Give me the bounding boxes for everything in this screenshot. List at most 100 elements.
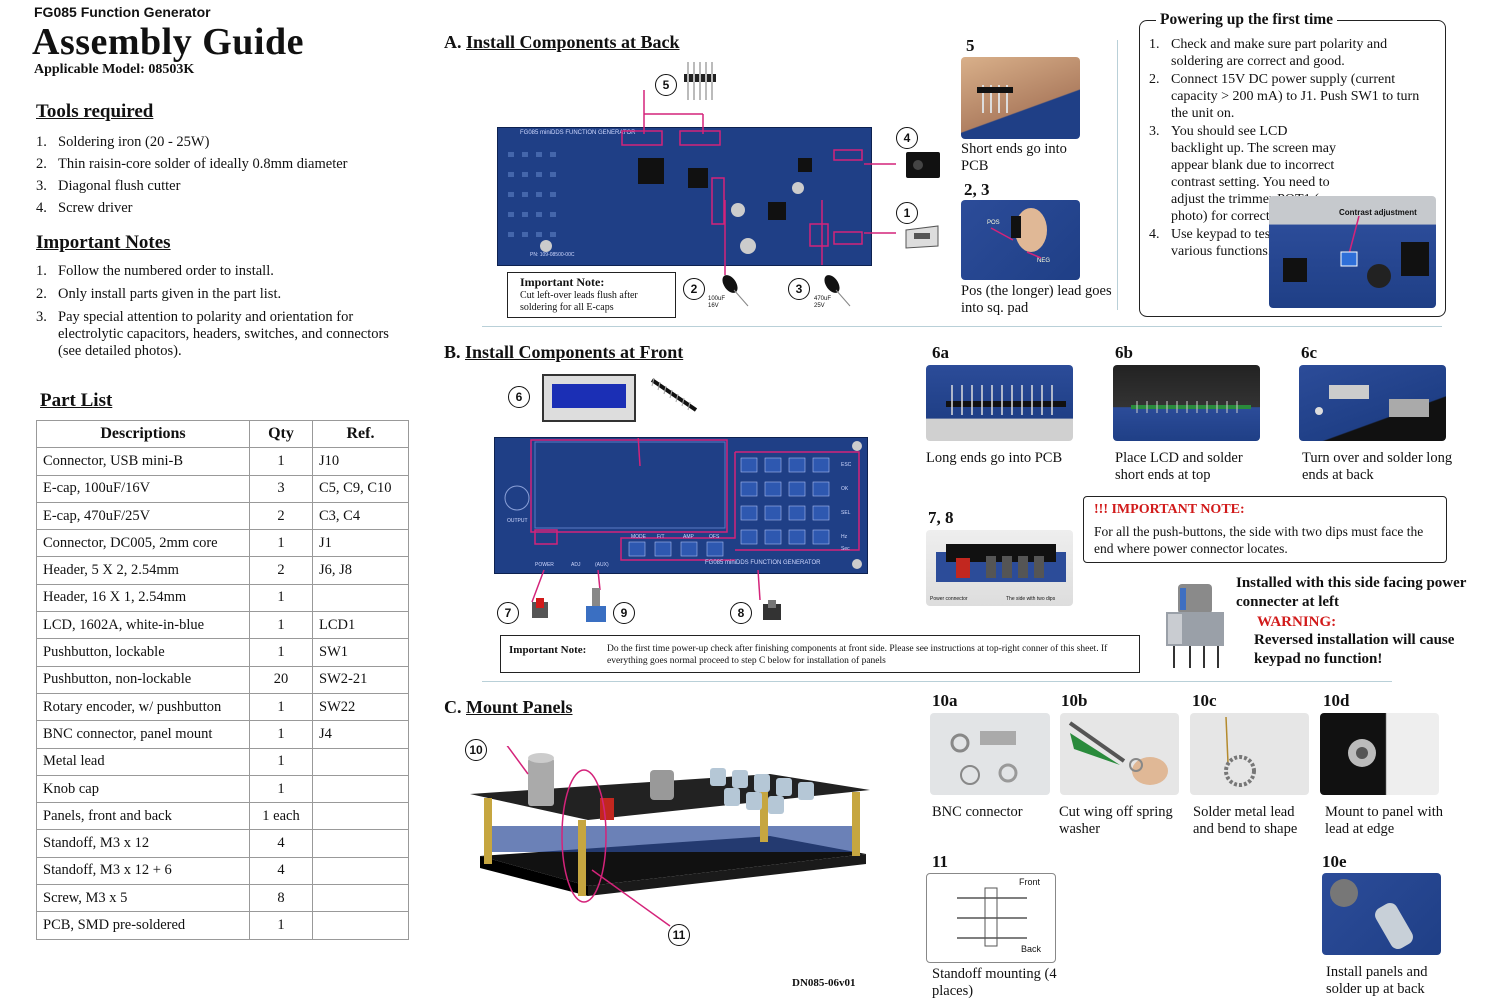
step-10d-photo	[1320, 713, 1439, 795]
part-ref	[312, 583, 409, 613]
part-description: E-cap, 470uF/25V	[36, 501, 250, 531]
notes-heading: Important Notes	[36, 232, 171, 253]
step-6c-number: 6c	[1301, 343, 1318, 362]
part-ref	[312, 884, 409, 913]
step-6a-caption: Long ends go into PCB	[926, 450, 1063, 466]
marker-7: 7	[497, 602, 519, 624]
contrast-label: Contrast adjustment	[1339, 208, 1417, 217]
list-item: 4.Screw driver	[36, 200, 133, 216]
pcb-label: MODE	[631, 534, 646, 540]
step-5-caption: Short ends go into PCB	[961, 141, 1067, 174]
step-23-number: 2, 3	[964, 180, 990, 199]
page-title: Assembly Guide	[32, 21, 304, 63]
step-10c-photo	[1190, 713, 1309, 795]
list-item: 3.You should see LCD backlight up. The s…	[1149, 124, 1337, 224]
marker-11: 11	[668, 924, 690, 946]
part-qty: 4	[249, 829, 313, 858]
photo-label: Power connector	[930, 596, 968, 602]
part-ref: SW2-21	[312, 665, 409, 694]
step-6b-photo	[1113, 365, 1260, 441]
part-ref	[312, 774, 409, 804]
list-item: 3.Diagonal flush cutter	[36, 178, 181, 194]
lcd-module-photo	[542, 374, 636, 422]
step-10b-photo	[1060, 713, 1179, 795]
pcb-label: FG085 miniDDS FUNCTION GENERATOR	[520, 130, 636, 136]
part-description: E-cap, 100uF/16V	[36, 474, 250, 503]
parts-table: Descriptions Qty Ref. Connector, USB min…	[36, 419, 409, 940]
pcb-label: OK	[841, 486, 849, 492]
contrast-photo: Contrast adjustment	[1269, 196, 1436, 308]
list-item: 1.Check and make sure part polarity and …	[1149, 37, 1388, 69]
assembled-unit-photo	[470, 746, 870, 927]
pushbutton-orientation-note: !!! IMPORTANT NOTE: For all the push-but…	[1083, 496, 1447, 563]
pos-label: POS	[987, 220, 1000, 226]
notes-list: 1.Follow the numbered order to install. …	[36, 263, 396, 366]
section-b-note: Important Note: Do the first time power-…	[500, 635, 1140, 673]
step-6a-number: 6a	[932, 343, 949, 362]
part-description: PCB, SMD pre-soldered	[36, 911, 250, 940]
part-description: LCD, 1602A, white-in-blue	[36, 611, 250, 640]
part-qty: 1	[249, 747, 313, 776]
marker-9: 9	[613, 602, 635, 624]
marker-6: 6	[508, 386, 530, 408]
cap2-label: 470uF 25V	[814, 296, 832, 309]
list-item: 2.Connect 15V DC power supply (current c…	[1149, 72, 1420, 121]
photo-label: The side with two dips	[1006, 596, 1056, 602]
part-qty: 3	[249, 474, 313, 503]
step-10a-photo	[930, 713, 1050, 795]
parts-heading: Part List	[40, 390, 113, 411]
capacitor-100uf-icon	[722, 275, 749, 307]
step-11-number: 11	[932, 852, 949, 871]
part-qty: 1	[249, 911, 313, 940]
pcb-front-photo: FG085 miniDDS FUNCTION GENERATOR OUTPUT …	[494, 437, 868, 574]
step-10a-caption: BNC connector	[932, 804, 1023, 820]
pcb-label: SEL	[841, 510, 851, 516]
pin-header-strip-icon	[650, 377, 698, 412]
marker-5: 5	[655, 74, 677, 96]
part-description: Rotary encoder, w/ pushbutton	[36, 692, 250, 722]
step-10e-caption: Install panels and solder up at back	[1326, 964, 1428, 997]
part-description: BNC connector, panel mount	[36, 720, 250, 749]
step-6a-photo	[926, 365, 1073, 441]
divider	[482, 326, 1442, 327]
part-ref: J10	[312, 447, 409, 476]
tools-list: 1.Soldering iron (20 - 25W) 2.Thin raisi…	[36, 131, 416, 219]
step-10e-number: 10e	[1322, 852, 1347, 871]
part-description: Panels, front and back	[36, 802, 250, 831]
pcb-label: F/T	[657, 534, 665, 540]
pcb-label: AMP	[683, 534, 694, 540]
note-title: Important Note:	[520, 275, 605, 289]
usb-connector-icon	[905, 225, 939, 249]
step-23-caption: Pos (the longer) lead goes into sq. pad	[961, 283, 1112, 316]
part-qty: 1	[249, 720, 313, 749]
part-qty: 2	[249, 556, 313, 585]
doc-id: DN085-06v01	[792, 977, 856, 989]
step-10a-number: 10a	[932, 691, 958, 710]
part-ref	[312, 829, 409, 858]
list-item: 2.Only install parts given in the part l…	[36, 286, 282, 302]
step-10d-caption: Mount to panel with lead at edge	[1325, 804, 1444, 837]
part-description: Screw, M3 x 5	[36, 884, 250, 913]
part-qty: 1	[249, 692, 313, 722]
column-header: Ref.	[312, 419, 409, 449]
marker-10: 10	[465, 739, 487, 761]
installed-orientation-text: Installed with this side facing power co…	[1236, 575, 1467, 610]
part-ref	[312, 856, 409, 886]
part-ref: J1	[312, 529, 409, 558]
warning-text: Reversed installation will cause keypad …	[1254, 632, 1455, 667]
marker-1: 1	[896, 202, 918, 224]
step-78-photo: Power connector The side with two dips	[926, 530, 1073, 606]
marker-4: 4	[896, 127, 918, 149]
part-description: Knob cap	[36, 774, 250, 804]
part-description: Connector, DC005, 2mm core	[36, 529, 250, 558]
